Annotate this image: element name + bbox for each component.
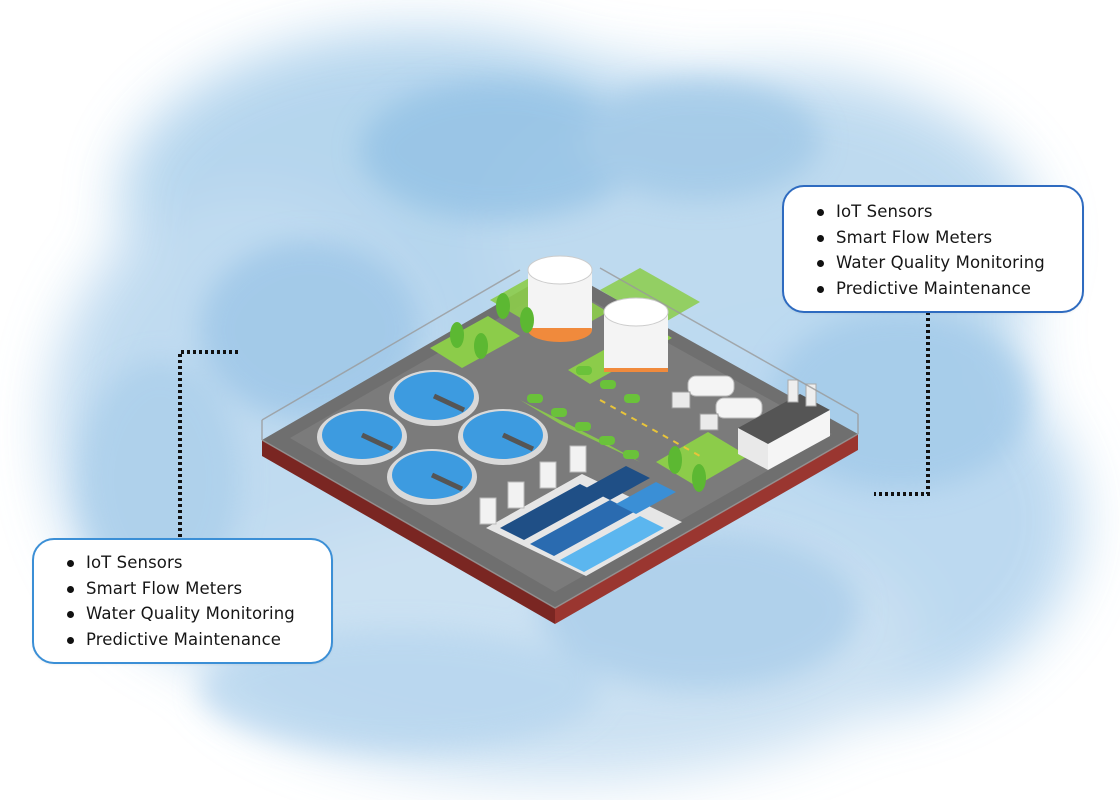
feature-item: IoT Sensors <box>67 550 331 576</box>
clarifier-tank <box>389 370 479 426</box>
feature-item: Smart Flow Meters <box>67 576 331 602</box>
feature-item: Predictive Maintenance <box>67 627 331 653</box>
control-building <box>738 379 830 470</box>
feature-item: Water Quality Monitoring <box>67 601 331 627</box>
feature-item: Predictive Maintenance <box>817 276 1082 302</box>
feature-item: Water Quality Monitoring <box>817 250 1082 276</box>
feature-callout-left: IoT Sensors Smart Flow Meters Water Qual… <box>32 538 333 664</box>
feature-item: Smart Flow Meters <box>817 225 1082 251</box>
feature-callout-right: IoT Sensors Smart Flow Meters Water Qual… <box>782 185 1084 313</box>
shrubs <box>527 366 640 459</box>
feature-list: IoT Sensors Smart Flow Meters Water Qual… <box>34 540 331 652</box>
base-side-right <box>555 434 858 624</box>
storage-tank <box>603 297 669 372</box>
feature-item: IoT Sensors <box>817 199 1082 225</box>
perimeter-fence <box>261 267 859 609</box>
storage-tank <box>527 255 593 342</box>
ground-inner <box>290 283 832 592</box>
trees <box>450 293 706 492</box>
clarifier-tank <box>458 409 548 465</box>
feature-list: IoT Sensors Smart Flow Meters Water Qual… <box>784 187 1082 301</box>
clarifier-tank <box>387 449 477 505</box>
base-side-left <box>262 440 555 624</box>
grass-patch <box>656 432 748 486</box>
tanker-trucks <box>671 375 763 431</box>
filtration-basins <box>486 466 682 576</box>
chemical-tanks <box>479 445 587 525</box>
clarifier-tank <box>317 409 407 465</box>
